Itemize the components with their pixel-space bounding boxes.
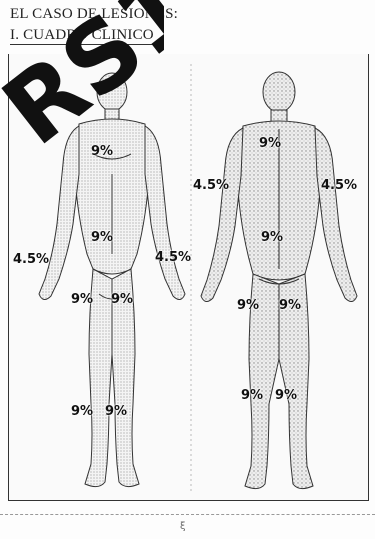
front-left-arm-percent: 4.5% <box>155 250 191 265</box>
page-marker: ξ <box>180 521 186 532</box>
back-right-arm-percent: 4.5% <box>193 178 229 193</box>
human-figures-illustration <box>9 54 368 500</box>
body-surface-chart: 9% 9% 4.5% 4.5% 9% 9% 9% 9% 9% 4.5% 4.5%… <box>8 54 369 501</box>
front-left-leg-percent: 9% <box>105 404 127 419</box>
front-body-figure <box>39 73 185 487</box>
back-left-thigh-percent: 9% <box>279 298 301 313</box>
front-right-thigh-percent: 9% <box>71 292 93 307</box>
back-right-leg-percent: 9% <box>241 388 263 403</box>
section-subheading: I. CUADRO CLINICO <box>10 27 160 45</box>
front-left-thigh-percent: 9% <box>111 292 133 307</box>
back-body-figure <box>201 72 357 489</box>
page-bottom-rule <box>0 514 375 515</box>
front-chest-percent: 9% <box>91 144 113 159</box>
back-left-leg-percent: 9% <box>275 388 297 403</box>
back-left-arm-percent: 4.5% <box>321 178 357 193</box>
back-right-thigh-percent: 9% <box>237 298 259 313</box>
front-abdomen-percent: 9% <box>91 230 113 245</box>
back-lower-back-percent: 9% <box>261 230 283 245</box>
back-upper-back-percent: 9% <box>259 136 281 151</box>
front-right-arm-percent: 4.5% <box>13 252 49 267</box>
section-heading: EL CASO DE LESIONES: <box>10 6 178 23</box>
front-right-leg-percent: 9% <box>71 404 93 419</box>
